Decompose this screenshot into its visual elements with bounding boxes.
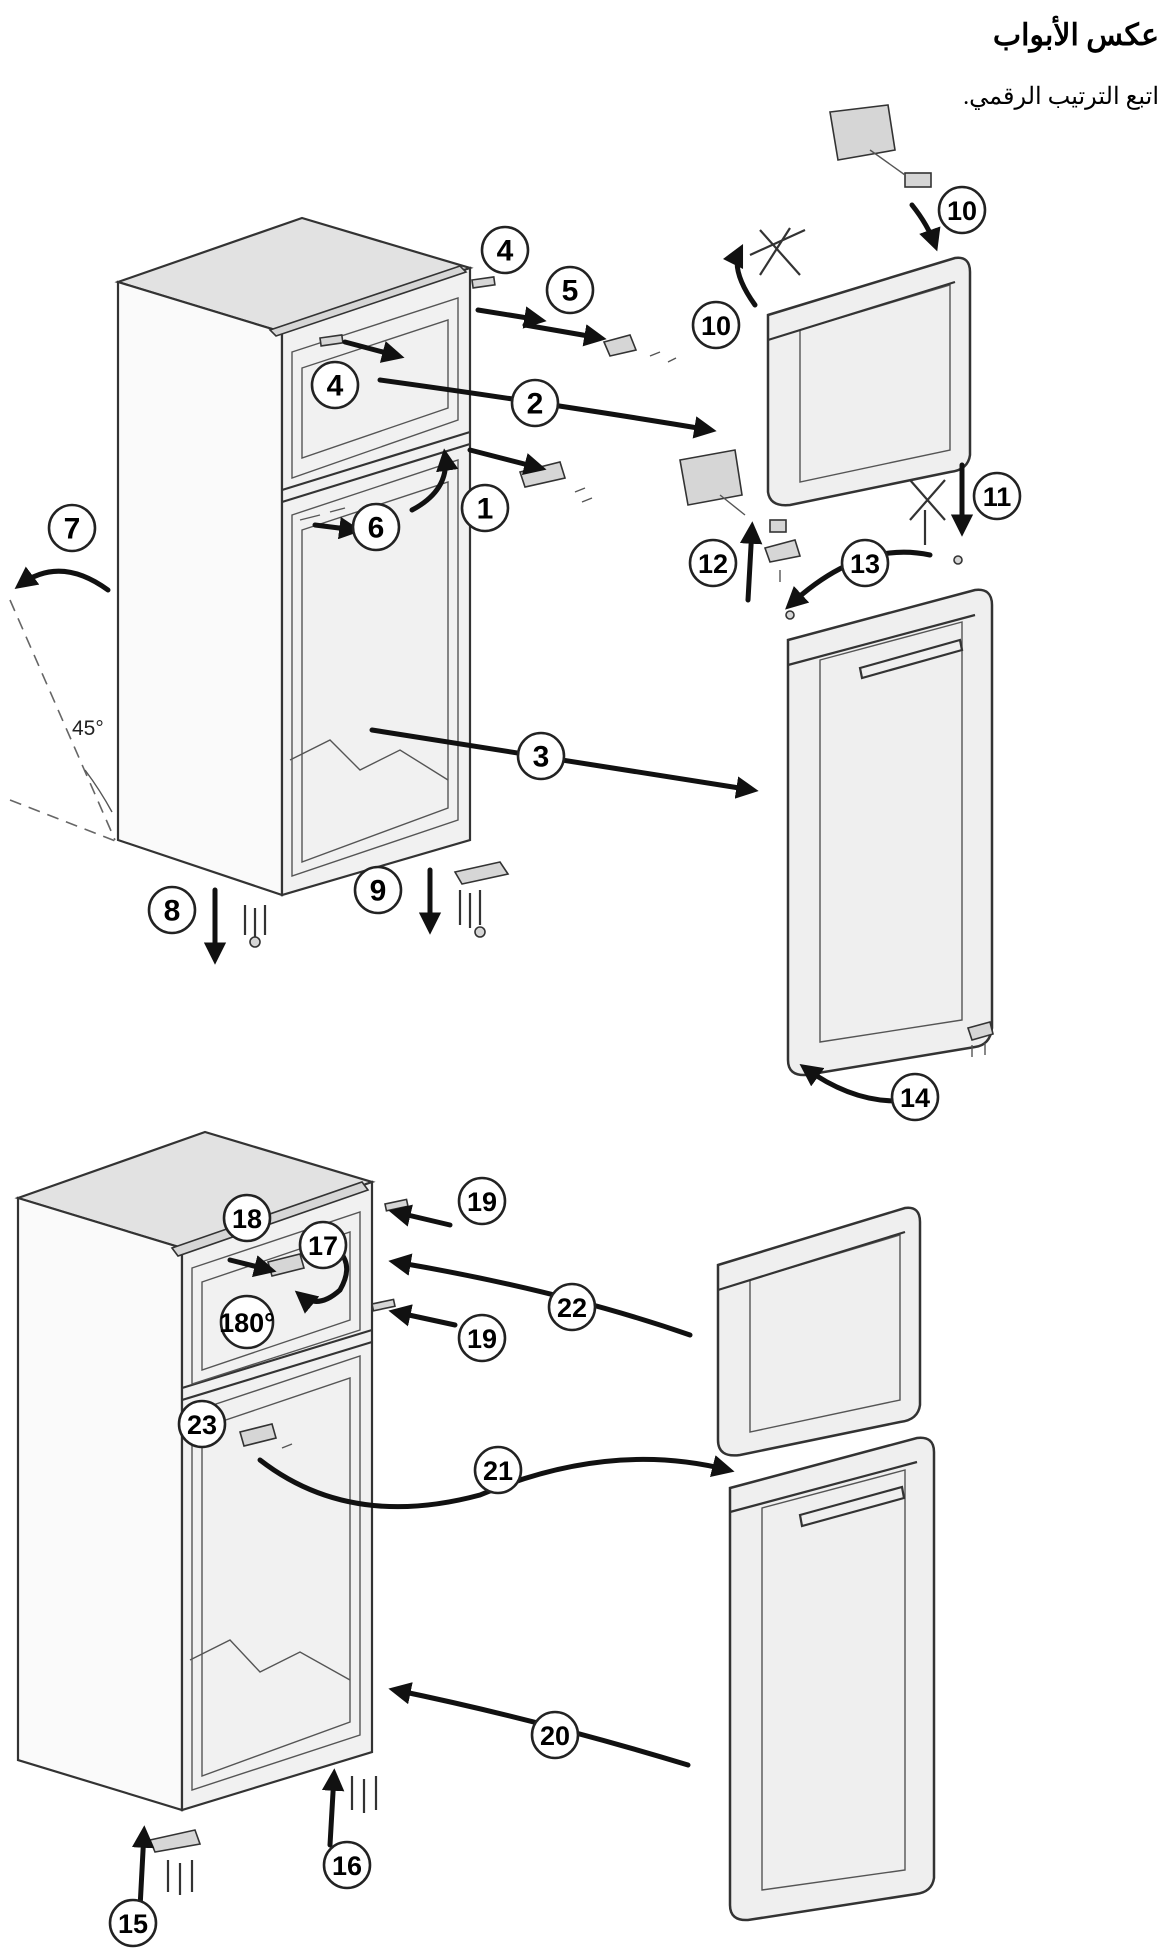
step-1-label: 1 (477, 493, 494, 526)
parts-bag-top (829, 104, 932, 188)
fridge-body-top (114, 216, 474, 897)
step-7: 7 (47, 503, 97, 553)
step-6-label: 6 (368, 512, 385, 545)
parts-bag-mid (679, 449, 746, 516)
hinge-swap-parts (763, 479, 963, 620)
step-18: 18 (222, 1193, 272, 1243)
step-10a-label: 10 (947, 196, 977, 226)
step-21: 21 (473, 1445, 523, 1495)
step-18-label: 18 (232, 1204, 262, 1234)
step-19a: 19 (457, 1176, 507, 1226)
rotation-180-badge: 180° (219, 1294, 275, 1350)
step-23-label: 23 (187, 1410, 217, 1440)
step-4b-label: 4 (327, 370, 344, 403)
step-16-label: 16 (332, 1851, 362, 1881)
bottom-screws-left (243, 905, 267, 948)
step-5: 5 (545, 265, 595, 315)
freezer-door-bottom (716, 1206, 922, 1457)
step-23: 23 (177, 1399, 227, 1449)
fridge-door-right (786, 588, 994, 1077)
tilt-guides: 45° (9, 599, 119, 843)
step-19a-label: 19 (467, 1187, 497, 1217)
step-20: 20 (530, 1710, 580, 1760)
step-3-label: 3 (533, 741, 550, 774)
step-17-label: 17 (308, 1231, 338, 1261)
step-21-label: 21 (483, 1456, 513, 1486)
step-2: 2 (510, 378, 560, 428)
tilt-angle-label: 45° (72, 717, 104, 740)
diagram-instruction: اتبع الترتيب الرقمي. (963, 84, 1159, 110)
step-3: 3 (516, 731, 566, 781)
rotation-180-label: 180° (219, 1308, 275, 1338)
no-tool-icon (749, 227, 806, 276)
step-19b-label: 19 (467, 1324, 497, 1354)
step-7-label: 7 (64, 513, 81, 546)
freezer-door-top (766, 256, 972, 507)
step-4a: 4 (480, 225, 530, 275)
step-4a-label: 4 (497, 235, 514, 268)
step-11-label: 11 (983, 482, 1012, 512)
step-17: 17 (298, 1220, 348, 1270)
step-9-label: 9 (370, 875, 387, 908)
step-11: 11 (972, 471, 1022, 521)
step-8: 8 (147, 885, 197, 935)
step-1: 1 (460, 483, 510, 533)
step-13: 13 (840, 538, 890, 588)
step-12-label: 12 (698, 549, 728, 579)
step-14-label: 14 (900, 1083, 930, 1113)
step-5-label: 5 (562, 275, 579, 308)
step-19b: 19 (457, 1313, 507, 1363)
step-12: 12 (688, 538, 738, 588)
step-10a: 10 (937, 185, 987, 235)
step-15: 15 (108, 1898, 158, 1948)
step-22: 22 (547, 1282, 597, 1332)
step-6: 6 (351, 502, 401, 552)
step-9: 9 (353, 865, 403, 915)
fridge-door-bottom (728, 1436, 936, 1922)
step-8-label: 8 (164, 895, 181, 928)
step-4b: 4 (310, 360, 360, 410)
step-16: 16 (322, 1840, 372, 1890)
step-22-label: 22 (557, 1293, 587, 1323)
step-15-label: 15 (118, 1909, 148, 1939)
step-10b: 10 (691, 300, 741, 350)
bottom-hinge-right (453, 861, 510, 938)
step-20-label: 20 (540, 1721, 570, 1751)
step-14: 14 (890, 1072, 940, 1122)
step-2-label: 2 (527, 388, 544, 421)
top-hinge-parts (319, 276, 677, 363)
step-10b-label: 10 (701, 311, 731, 341)
step-13-label: 13 (850, 549, 880, 579)
diagram-title: عكس الأبواب (992, 19, 1159, 52)
